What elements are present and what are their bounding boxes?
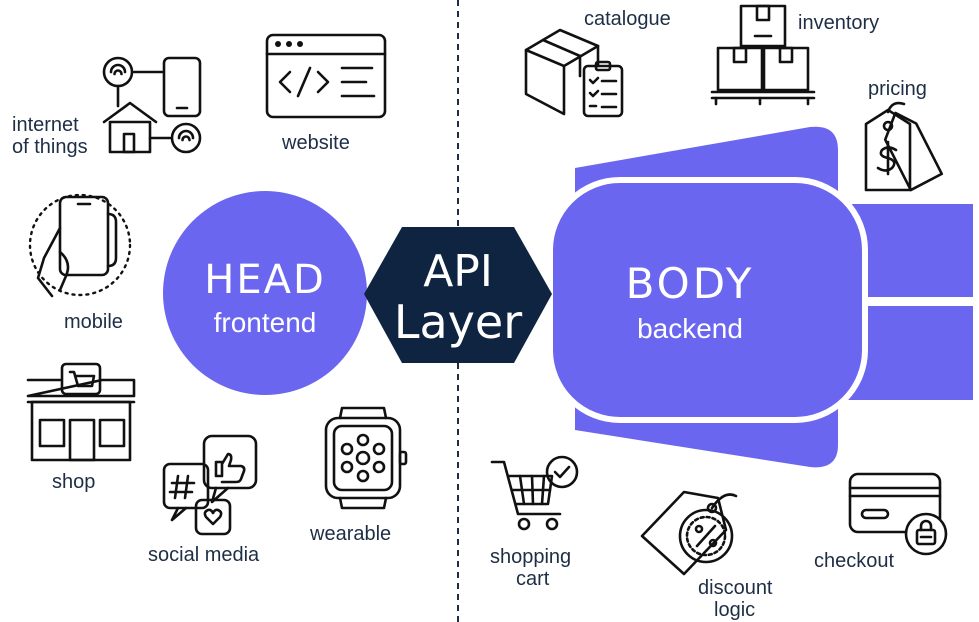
discount-logic-label-line1: discount (698, 577, 773, 599)
iot-icon (102, 56, 202, 154)
price-tag-icon (864, 101, 944, 192)
api-line1: API (423, 246, 493, 297)
api-hexagon (364, 227, 552, 363)
api-line2: Layer (394, 295, 522, 349)
pallet-boxes-icon (710, 4, 816, 106)
inventory-label: inventory (798, 12, 879, 34)
mobile-label: mobile (64, 311, 123, 333)
discount-tag-icon (640, 490, 738, 576)
shopping-cart-label-line2: cart (516, 568, 550, 590)
shop-label: shop (52, 471, 95, 493)
pricing-label: pricing (868, 78, 927, 100)
social-media-icon (162, 434, 258, 536)
iot-label-line2: of things (12, 136, 88, 158)
body-title: BODY (626, 259, 755, 308)
wearable-label: wearable (309, 523, 391, 545)
mobile-hand-icon (28, 193, 132, 298)
website-code-icon (265, 33, 387, 119)
checkout-label: checkout (814, 550, 894, 572)
head-title: HEAD (204, 257, 326, 303)
credit-card-icon (848, 472, 948, 556)
catalogue-label: catalogue (584, 8, 671, 30)
storefront-icon (26, 362, 136, 462)
shopping-cart-label-line1: shopping (490, 546, 571, 568)
backend-body-shape (547, 126, 973, 468)
smartwatch-icon (324, 406, 408, 510)
website-label: website (281, 132, 350, 154)
head-subtitle: frontend (214, 307, 317, 338)
iot-label-line1: internet (12, 114, 79, 136)
head-circle (163, 191, 367, 395)
box-checklist-icon (524, 28, 624, 118)
shopping-cart-icon (490, 455, 579, 531)
discount-logic-label-line2: logic (714, 599, 755, 621)
social-media-label: social media (148, 544, 260, 566)
body-subtitle: backend (637, 313, 743, 344)
